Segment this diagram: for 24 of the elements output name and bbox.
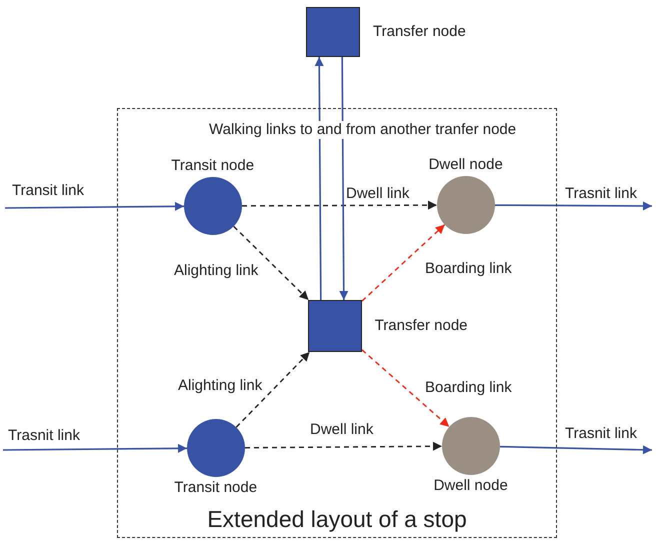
arrow <box>339 57 348 300</box>
arrow <box>245 442 442 451</box>
arrow <box>500 445 652 454</box>
node-label: Dwell node <box>428 156 503 174</box>
edge-label: Boarding link <box>423 379 514 397</box>
node-label: Transfer node <box>374 316 468 335</box>
arrow <box>236 352 310 428</box>
node-label: Dwell node <box>434 476 508 495</box>
arrow <box>242 200 437 210</box>
boundary-title: Extended layout of a stop <box>207 506 467 533</box>
node-label: Transit node <box>174 478 258 497</box>
edge-label: Alighting link <box>176 377 264 395</box>
node-label: Transit node <box>171 156 254 175</box>
edge-label: Alighting link <box>172 262 260 280</box>
arrow <box>495 201 652 210</box>
arrow <box>3 444 187 453</box>
arrow <box>233 226 310 300</box>
arrow <box>5 202 184 211</box>
edge-label: Boarding link <box>423 260 514 278</box>
arrow <box>314 57 324 300</box>
node-label: Transfer node <box>373 23 466 41</box>
arrow <box>362 224 446 302</box>
annotation-text: Walking links to and from another tranfer node <box>207 121 518 139</box>
arrow <box>362 349 450 428</box>
